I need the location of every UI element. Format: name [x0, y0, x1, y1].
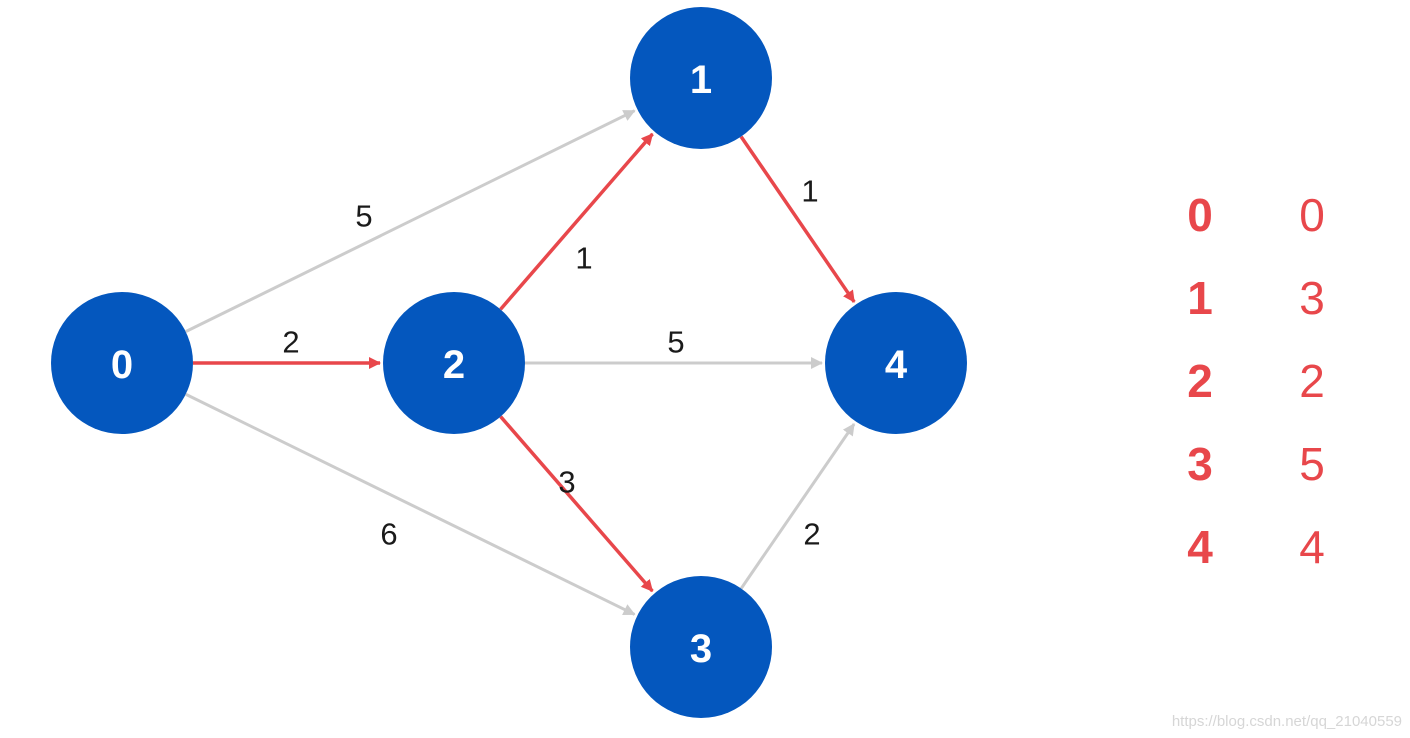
edge-weight-2-3: 3	[558, 465, 575, 500]
distance-table-value-1: 3	[1299, 272, 1325, 324]
watermark: https://blog.csdn.net/qq_21040559	[1171, 713, 1402, 730]
node-circle-1	[630, 7, 772, 149]
node-label-0: 0	[111, 343, 133, 387]
edge-weights-layer: 5 2 6 1 5 3 1 2	[282, 174, 820, 552]
edge-0-to-3	[185, 392, 636, 616]
edge-weight-0-1: 5	[355, 199, 372, 234]
edge-weight-0-3: 6	[380, 517, 397, 552]
edge-0-to-1	[185, 109, 636, 333]
distance-table-node-2: 2	[1187, 355, 1213, 407]
distance-table: 0 0 1 3 2 2 3 5 4 4	[1187, 189, 1325, 573]
distance-table-node-1: 1	[1187, 272, 1213, 324]
edge-1-to-4	[739, 135, 856, 303]
edge-weight-2-4: 5	[667, 325, 684, 360]
distance-table-value-4: 4	[1299, 521, 1325, 573]
node-circle-0	[51, 292, 193, 434]
node-0: 0	[51, 292, 193, 434]
edge-2-to-1	[499, 132, 654, 311]
node-circle-4	[825, 292, 967, 434]
distance-table-value-0: 0	[1299, 189, 1325, 241]
distance-table-value-3: 5	[1299, 438, 1325, 490]
node-circle-2	[383, 292, 525, 434]
distance-table-value-2: 2	[1299, 355, 1325, 407]
node-3: 3	[630, 576, 772, 718]
distance-table-node-0: 0	[1187, 189, 1213, 241]
node-label-4: 4	[885, 343, 908, 387]
edge-weight-3-4: 2	[803, 517, 820, 552]
node-2: 2	[383, 292, 525, 434]
node-label-3: 3	[690, 627, 712, 671]
distance-table-node-4: 4	[1187, 521, 1213, 573]
distance-table-node-3: 3	[1187, 438, 1213, 490]
edge-weight-1-4: 1	[801, 174, 818, 209]
node-label-1: 1	[690, 58, 712, 102]
node-circle-3	[630, 576, 772, 718]
edges-layer	[185, 109, 856, 616]
node-label-2: 2	[443, 343, 465, 387]
edge-weight-0-2: 2	[282, 325, 299, 360]
node-4: 4	[825, 292, 967, 434]
edge-2-to-3	[499, 415, 654, 593]
node-1: 1	[630, 7, 772, 149]
edge-3-to-4	[739, 423, 856, 590]
edge-weight-2-1: 1	[575, 241, 592, 276]
nodes-layer: 0 1 2 3 4	[51, 7, 967, 718]
